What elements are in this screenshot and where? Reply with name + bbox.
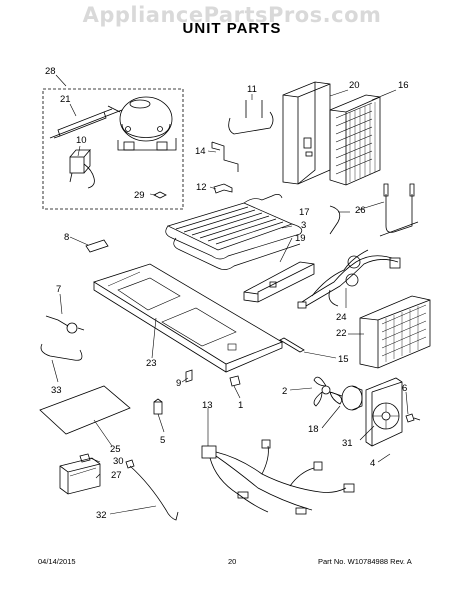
leader-lines: [51, 74, 409, 515]
callout-25: 25: [110, 444, 121, 455]
fan-shroud-part: [365, 377, 403, 447]
callout-7: 7: [56, 284, 61, 295]
callout-21: 21: [60, 94, 71, 105]
callout-22: 22: [336, 328, 347, 339]
callout-17: 17: [299, 207, 310, 218]
callout-16: 16: [398, 80, 409, 91]
base-pan-part: [93, 263, 283, 373]
callout-8: 8: [64, 232, 69, 243]
drain-trough-part: [243, 261, 315, 303]
callout-29: 29: [134, 190, 145, 201]
callout-6: 6: [402, 383, 407, 394]
callout-9: 9: [176, 378, 181, 389]
defrost-heater-part: [165, 194, 303, 270]
callout-30: 30: [113, 456, 124, 467]
callout-19: 19: [295, 233, 306, 244]
callout-33: 33: [51, 385, 62, 396]
diagram-title: UNIT PARTS: [182, 20, 282, 37]
evaporator-part: [329, 94, 381, 186]
callout-31: 31: [342, 438, 353, 449]
start-device-part: [59, 457, 101, 495]
footer-page-number: 20: [228, 557, 237, 566]
relay-part: [69, 148, 95, 189]
callout-28: 28: [45, 66, 56, 77]
footer-rev-label: Rev.: [390, 557, 406, 566]
callout-13: 13: [202, 400, 213, 411]
callout-18: 18: [308, 424, 319, 435]
callout-11: 11: [247, 84, 257, 95]
callout-3: 3: [301, 220, 306, 231]
footer-part-number: Part No. W10784988 Rev. A: [318, 557, 412, 566]
callout-24: 24: [336, 312, 347, 323]
lower-harness-part: [201, 439, 355, 515]
footer-part-label: Part No.: [318, 557, 346, 566]
callout-27: 27: [111, 470, 122, 481]
power-cord-part: [129, 465, 179, 521]
filter-drier-part: [49, 108, 123, 139]
callout-2: 2: [282, 386, 287, 397]
condenser-part: [359, 295, 431, 369]
callout-32: 32: [96, 510, 107, 521]
compressor-part: [107, 96, 177, 151]
fan-motor-part: [329, 385, 363, 411]
footer-part-value: W10784988: [347, 557, 389, 566]
callout-numbers: 28 21 10 29 11 20 16 14 12 3 19 8 17 26 …: [45, 66, 409, 521]
insulation-pad-part: [39, 385, 131, 435]
callout-5: 5: [160, 435, 165, 446]
drain-heater-part: [228, 100, 274, 135]
fan-blade-part: [313, 376, 343, 407]
tube-bracket-part: [379, 194, 419, 237]
upper-harness-part: [297, 249, 401, 309]
callout-12: 12: [196, 182, 207, 193]
callout-4: 4: [370, 458, 375, 469]
watermark: AppliancePartsPros.com: [82, 3, 382, 27]
callout-15: 15: [338, 354, 349, 365]
callout-26: 26: [355, 205, 366, 216]
footer-date: 04/14/2015: [38, 557, 76, 566]
callout-14: 14: [195, 146, 206, 157]
footer-rev-value: A: [406, 557, 412, 566]
callout-10: 10: [76, 135, 87, 146]
callout-23: 23: [146, 358, 157, 369]
callout-20: 20: [349, 80, 360, 91]
duct-cover-part: [282, 81, 331, 185]
compressor-group-box: [42, 88, 184, 210]
callout-1: 1: [238, 400, 243, 411]
